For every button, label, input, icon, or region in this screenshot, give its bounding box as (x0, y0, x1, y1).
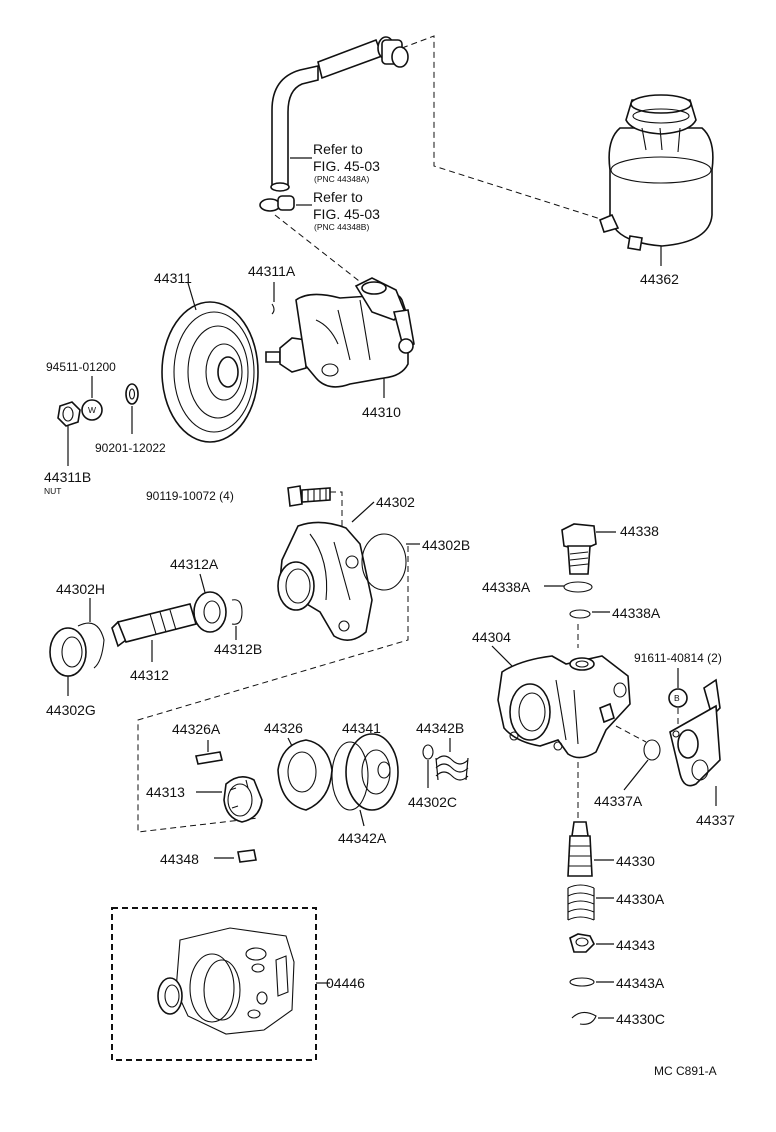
label-44312A: 44312A (170, 556, 219, 572)
label-44312B: 44312B (214, 641, 262, 657)
label-44302G: 44302G (46, 702, 96, 718)
o-ring-44338A-1 (563, 581, 593, 593)
label-44326A: 44326A (172, 721, 221, 737)
shaft-44312 (111, 591, 227, 648)
o-ring-44338A-2 (569, 609, 591, 619)
key-44311A (271, 303, 275, 315)
label-44342A: 44342A (338, 830, 387, 846)
label-44302C: 44302C (408, 794, 457, 810)
hose-clamp-lower (259, 195, 295, 212)
o-ring-44343A (569, 977, 595, 987)
label-44337: 44337 (696, 812, 735, 828)
label-44338: 44338 (620, 523, 659, 539)
refer-to-text-2: Refer to (313, 189, 363, 205)
gasket-kit-04446 (157, 927, 295, 1035)
label-44304: 44304 (472, 629, 511, 645)
front-housing-44302 (277, 521, 373, 641)
union-44338 (561, 523, 597, 575)
label-90201-12022: 90201-12022 (95, 441, 166, 455)
label-44330C: 44330C (616, 1011, 665, 1027)
bolt-91611-b (668, 688, 688, 708)
washer-w (81, 399, 103, 421)
o-ring-44302C (422, 744, 434, 760)
label-44343A: 44343A (616, 975, 665, 991)
label-nut: NUT (44, 486, 61, 496)
pump-assembly (265, 277, 415, 398)
label-44348: 44348 (160, 851, 199, 867)
label-44341: 44341 (342, 720, 381, 736)
label-44312: 44312 (130, 667, 169, 683)
side-plate-44341 (345, 733, 399, 811)
label-44302: 44302 (376, 494, 415, 510)
diagram-code: MC C891-A (654, 1064, 717, 1078)
bolt-90119 (287, 485, 331, 507)
label-90119-10072: 90119-10072 (4) (146, 489, 234, 503)
valve-44330 (567, 821, 593, 877)
label-44338A-1: 44338A (482, 579, 531, 595)
rear-housing-44304 (497, 655, 631, 759)
snap-ring-44330C (571, 1011, 597, 1025)
rotor-44313 (223, 776, 263, 823)
label-44330: 44330 (616, 853, 655, 869)
label-44311: 44311 (154, 270, 192, 286)
outlet-fitting-44337 (669, 678, 721, 787)
reservoir-tank (599, 94, 714, 266)
label-44343: 44343 (616, 937, 655, 953)
pnc-ref-2: (PNC 44348B) (314, 222, 369, 232)
snap-ring-44302H (77, 622, 105, 669)
snap-ring-44312B (231, 599, 243, 625)
washer-90201 (125, 383, 139, 405)
o-ring-44337A (643, 739, 661, 761)
cam-ring-44326 (277, 739, 333, 811)
plug-44343 (569, 933, 595, 953)
label-44313: 44313 (146, 784, 185, 800)
label-44302H: 44302H (56, 581, 105, 597)
refer-to-text-1: Refer to (313, 141, 363, 157)
label-44310: 44310 (362, 404, 401, 420)
bolt-mark-b: B (674, 693, 680, 703)
label-94511-01200: 94511-01200 (46, 360, 116, 374)
label-44311B: 44311B (44, 469, 91, 485)
pulley (161, 301, 259, 443)
fig-ref-2: FIG. 45-03 (313, 206, 380, 222)
spring-44330A (567, 884, 595, 921)
label-44337A: 44337A (594, 793, 643, 809)
reservoir-hose (270, 36, 409, 192)
washer-mark-w: W (88, 405, 96, 415)
oil-seal-44302G (49, 627, 87, 677)
nut-44311B (57, 401, 81, 427)
o-ring-44302B (361, 533, 407, 591)
label-44342B: 44342B (416, 720, 464, 736)
label-44326: 44326 (264, 720, 303, 736)
label-44302B: 44302B (422, 537, 470, 553)
fig-ref-1: FIG. 45-03 (313, 158, 380, 174)
o-ring-44342A (331, 741, 369, 811)
pin-44326A (195, 751, 223, 765)
pnc-ref-1: (PNC 44348A) (314, 174, 369, 184)
label-44311A: 44311A (248, 263, 296, 279)
label-91611-40814: 91611-40814 (2) (634, 651, 722, 665)
label-44338A-2: 44338A (612, 605, 661, 621)
vane-44348 (237, 849, 257, 863)
label-44362: 44362 (640, 271, 679, 287)
spring-44342B (435, 755, 469, 781)
label-44330A: 44330A (616, 891, 665, 907)
label-04446: 04446 (326, 975, 365, 991)
gasket-kit-frame (111, 907, 317, 1061)
